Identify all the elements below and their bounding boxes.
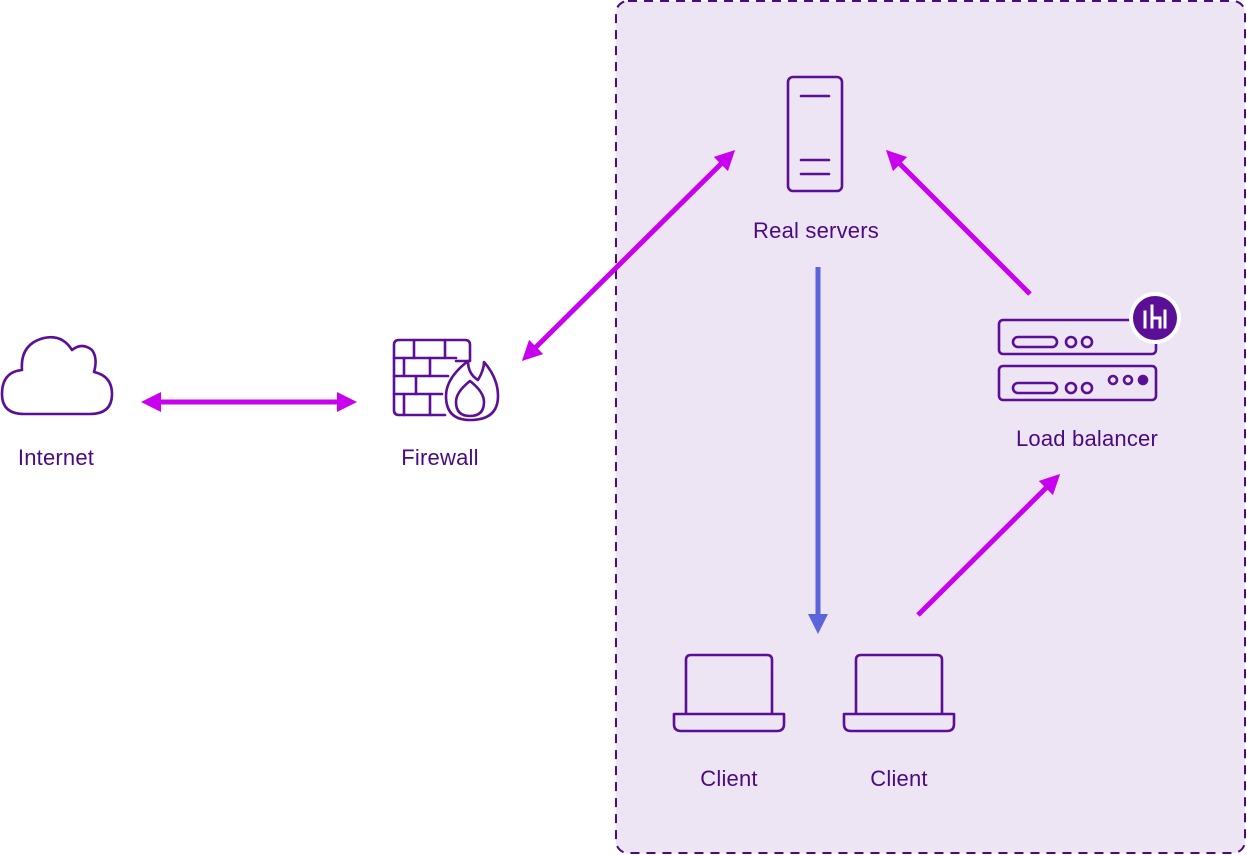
client-label: Client [870, 766, 927, 791]
load-balancer-label: Load balancer [1016, 426, 1158, 451]
firewall-icon [392, 338, 500, 422]
client-label: Client [700, 766, 757, 791]
laptop-icon [842, 653, 956, 733]
internal-network-zone [615, 0, 1246, 854]
laptop-icon [672, 653, 786, 733]
brand-logo-icon [1129, 292, 1181, 344]
firewall-real-servers-arrow [521, 149, 736, 362]
server-tower-icon [786, 75, 844, 193]
client-load-balancer-arrow [916, 473, 1061, 617]
internet-label: Internet [18, 445, 94, 470]
firewall-label: Firewall [401, 445, 478, 470]
cloud-icon [0, 335, 114, 416]
load-balancer-real-servers-arrow [885, 149, 1032, 296]
real-servers-label: Real servers [753, 218, 879, 243]
